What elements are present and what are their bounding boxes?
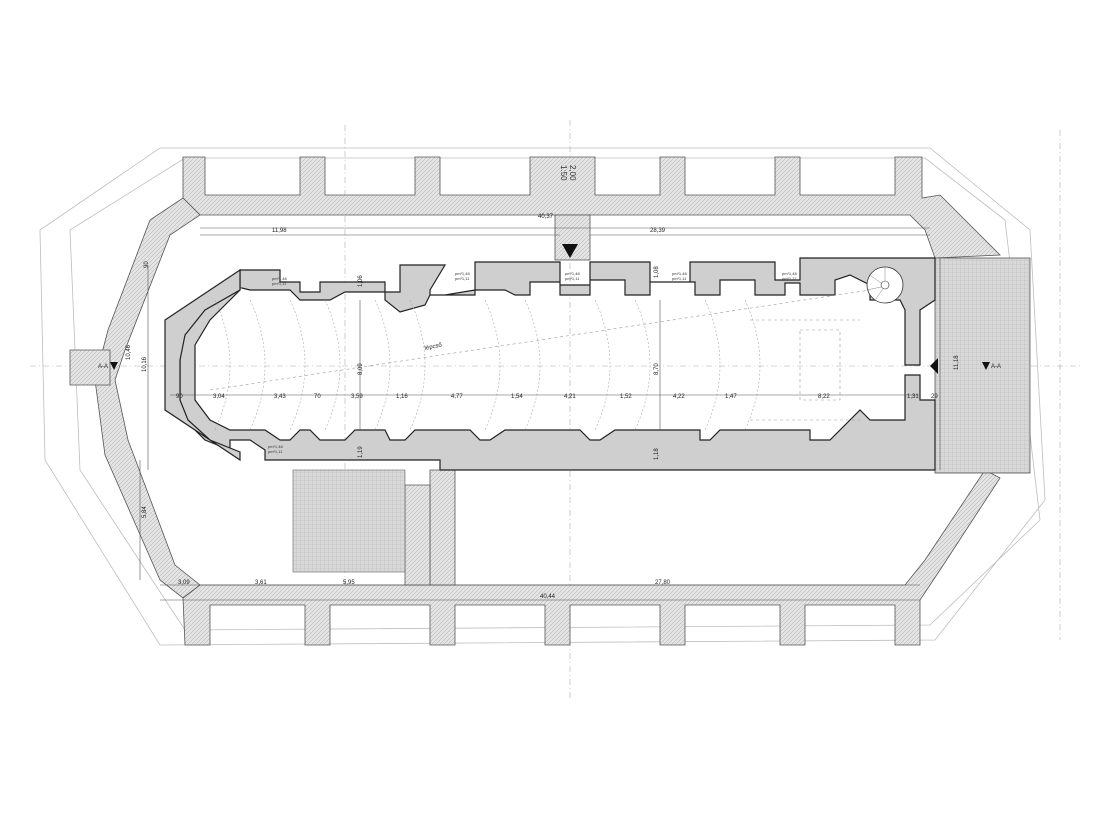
nave-dim-1-52: 1,52	[620, 394, 632, 400]
dim-3-61: 3,61	[255, 580, 267, 586]
vert-dim-8-09: 8,09	[358, 363, 364, 375]
dim-3-09: 3,09	[178, 580, 190, 586]
nave-dim-70: 70	[314, 394, 321, 400]
church-walls	[164, 257, 936, 471]
section-label-west: A-A	[98, 364, 108, 370]
nave-dim-3-04: 3,04	[213, 394, 225, 400]
window-note-j: pm¹1,11	[782, 276, 797, 281]
vert-dim-90: 90	[144, 261, 150, 268]
dim-11-98: 11,98	[272, 228, 287, 234]
window-note-f: pm¹1,11	[565, 276, 580, 281]
stair-label: lépcső	[424, 342, 443, 352]
nave-dim-4-77: 4,77	[451, 394, 463, 400]
section-label-tower: A-A	[991, 364, 1001, 370]
pillar-note-b: pm¹1,11	[268, 449, 283, 454]
window-note-g: pm¹1,48	[672, 271, 687, 276]
dim-5-95: 5,95	[343, 580, 355, 586]
nave-dim-3-43: 3,43	[274, 394, 286, 400]
section-marker-north	[562, 244, 578, 258]
dim-40-37: 40,37	[538, 214, 554, 220]
vert-dim-1-06: 1,06	[358, 275, 364, 287]
section-marker-east	[930, 358, 938, 374]
vault-lines	[209, 289, 871, 431]
window-note-i: pm¹1,48	[782, 271, 797, 276]
window-note-a: pm¹1,48	[272, 276, 287, 281]
west-enclosure-wall	[69, 197, 201, 599]
dim-27-80: 27,80	[655, 580, 671, 586]
nave-dim-29: 29	[931, 394, 938, 400]
vert-dim-1-19: 1,19	[358, 446, 364, 458]
scale-label: 1:50	[559, 165, 568, 181]
section-markers	[110, 244, 990, 374]
tower-block	[934, 257, 1031, 474]
nave-dim-1-31: 1,31	[907, 394, 919, 400]
vert-dim-11-18: 11,18	[954, 355, 960, 370]
nave-dim-1-16: 1,16	[396, 394, 408, 400]
dim-28-39: 28,39	[650, 228, 666, 234]
vert-dim-8-70: 8,70	[654, 363, 660, 375]
spiral-stair	[866, 266, 904, 304]
nave-dim-1-47: 1,47	[725, 394, 737, 400]
dim-40-44: 40,44	[540, 594, 556, 600]
pillar-note-a: pm¹1,48	[268, 444, 283, 449]
nave-dim-90: 90	[176, 394, 183, 400]
window-note-h: pm¹1,11	[672, 276, 687, 281]
site-boundary	[39, 147, 1046, 646]
window-note-c: pm¹1,48	[455, 271, 470, 276]
vert-dim-1-18: 1,18	[654, 448, 660, 460]
nave-dim-4-21: 4,21	[564, 394, 576, 400]
dimension-lines	[139, 227, 941, 601]
nave-dim-4-22: 4,22	[673, 394, 685, 400]
paved-area	[292, 469, 406, 573]
section-marker-west	[110, 362, 118, 370]
vert-dim-1-08: 1,08	[654, 266, 660, 278]
window-note-e: pm¹1,48	[565, 271, 580, 276]
scale-value: 2,00	[568, 165, 577, 181]
dim-10-46: 10,46	[126, 344, 132, 360]
window-note-d: pm¹1,11	[455, 276, 470, 281]
nave-dim-1-54: 1,54	[511, 394, 523, 400]
section-marker-tower	[982, 362, 990, 370]
north-enclosure-wall	[182, 156, 1001, 261]
nave-dim-8-22: 8,22	[818, 394, 830, 400]
window-note-b: pm¹1,11	[272, 281, 287, 286]
dim-5-84: 5,84	[142, 506, 148, 518]
dim-10-16: 10,16	[142, 356, 148, 372]
nave-dim-3-59: 3,59	[351, 394, 363, 400]
